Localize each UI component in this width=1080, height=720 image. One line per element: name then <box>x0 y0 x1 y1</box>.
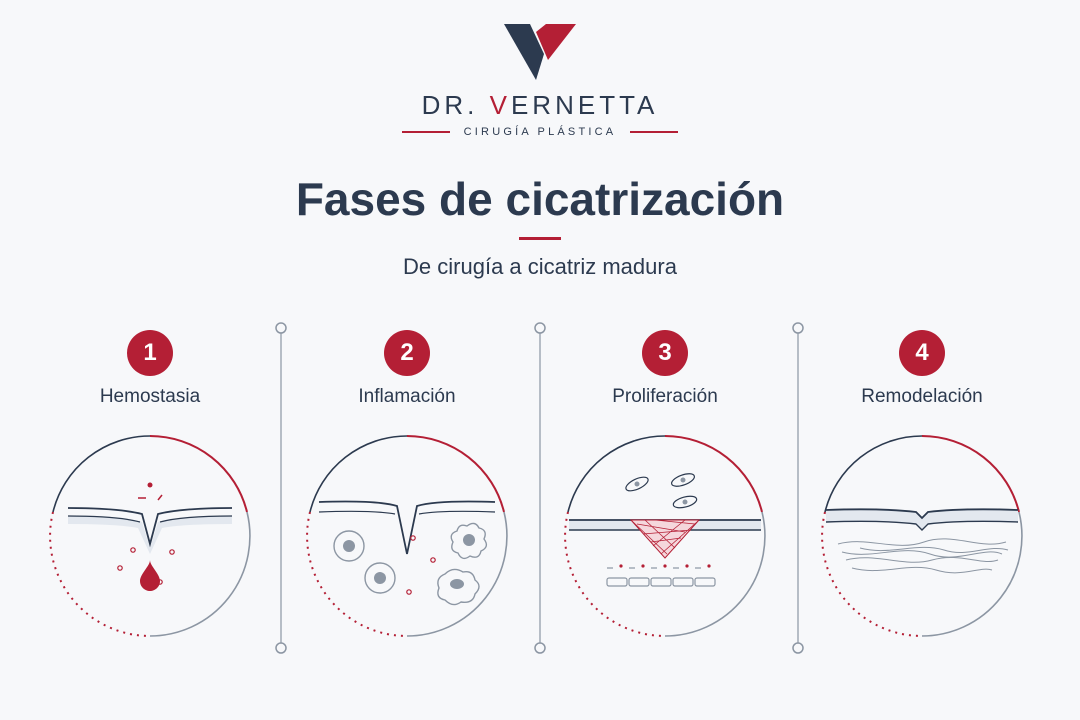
phase-number-badge: 1 <box>127 330 173 376</box>
phase-title: Proliferación <box>612 386 718 407</box>
phase-title: Hemostasia <box>99 386 201 407</box>
phase-divider-3 <box>792 322 804 654</box>
phase-divider-1 <box>275 322 287 654</box>
page-subtitle: De cirugía a cicatriz madura <box>403 254 677 279</box>
brand-name: DR. VERNETTA <box>421 90 659 120</box>
collagen-network-icon <box>564 435 766 637</box>
v-chevron-logo-icon <box>504 24 576 80</box>
phase-number-badge: 3 <box>642 330 688 376</box>
brand-tagline-row: CIRUGÍA PLÁSTICA <box>0 126 1080 138</box>
inflammatory-cells-icon <box>306 435 508 637</box>
brand-tagline: CIRUGÍA PLÁSTICA <box>463 126 617 138</box>
phase-divider-2 <box>534 322 546 654</box>
mature-scar-icon <box>821 435 1023 637</box>
tagline-rule-right <box>630 131 679 133</box>
page-title: Fases de cicatrización <box>295 173 785 225</box>
phase-number-badge: 4 <box>899 330 945 376</box>
blood-clot-wound-icon <box>49 435 251 637</box>
phase-number-badge: 2 <box>384 330 430 376</box>
title-underline <box>519 237 561 240</box>
tagline-rule-left <box>401 131 450 133</box>
phase-title: Inflamación <box>358 386 456 407</box>
phase-title: Remodelación <box>861 386 983 407</box>
